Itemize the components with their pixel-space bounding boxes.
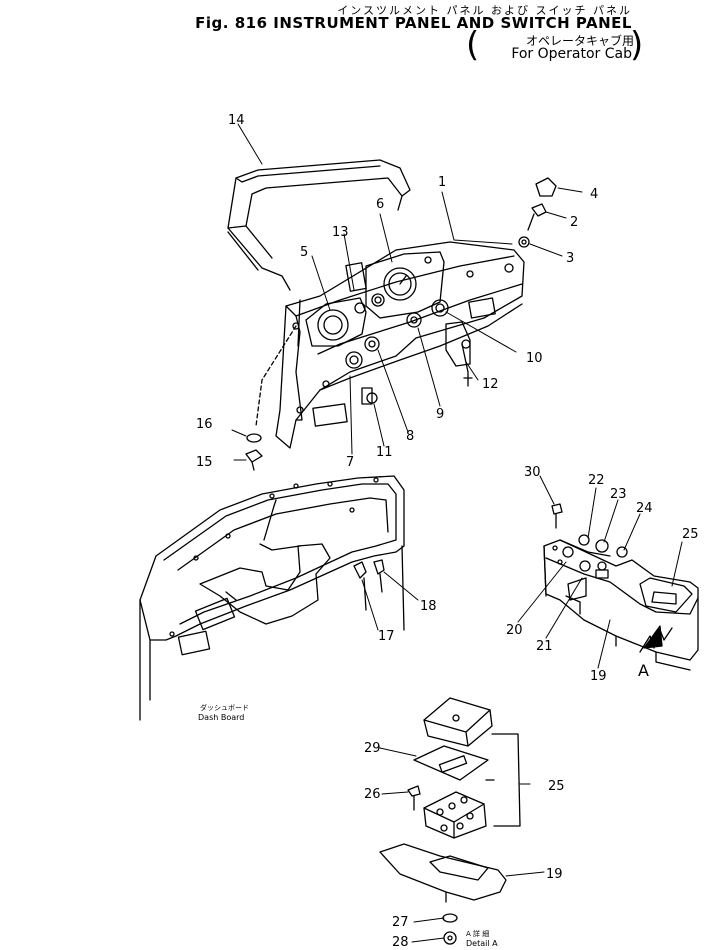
instrument-panel xyxy=(227,159,525,449)
callout-3: 3 xyxy=(566,251,574,266)
callout-25: 25 xyxy=(682,527,699,542)
callout-24: 24 xyxy=(636,501,653,516)
figure-title: Fig. 816 INSTRUMENT PANEL AND SWITCH PAN… xyxy=(195,14,632,32)
subtitle-english: For Operator Cab xyxy=(511,46,632,62)
callout-21: 21 xyxy=(536,639,553,654)
callout-7: 7 xyxy=(346,455,354,470)
callout-16: 16 xyxy=(196,417,213,432)
callout-29: 29 xyxy=(364,741,381,756)
bolt-15 xyxy=(245,449,263,471)
washer-16 xyxy=(246,433,262,443)
left-paren: ( xyxy=(466,25,480,65)
nut-3 xyxy=(518,236,530,248)
callout-2: 2 xyxy=(570,215,578,230)
callout-30: 30 xyxy=(524,465,541,480)
callout-15: 15 xyxy=(196,455,213,470)
detail-label-japanese: A 詳 細 xyxy=(466,929,489,938)
right-paren: ) xyxy=(630,25,644,65)
callout-19-detail: 19 xyxy=(546,867,563,882)
title-japanese: インスツルメント パネル および スイッチ パネル xyxy=(337,4,632,17)
callout-12: 12 xyxy=(482,377,499,392)
callout-4: 4 xyxy=(590,187,598,202)
callout-11: 11 xyxy=(376,445,393,460)
callout-25-detail: 25 xyxy=(548,779,565,794)
knob-4 xyxy=(535,177,557,197)
callout-26: 26 xyxy=(364,787,381,802)
callout-10: 10 xyxy=(526,351,543,366)
callout-14: 14 xyxy=(228,113,245,128)
dash-board-label-japanese: ダッシュボード xyxy=(200,703,249,712)
callout-8: 8 xyxy=(406,429,414,444)
callout-19: 19 xyxy=(590,669,607,684)
callout-27: 27 xyxy=(392,915,409,930)
callout-17: 17 xyxy=(378,629,395,644)
callout-13: 13 xyxy=(332,225,349,240)
callout-23: 23 xyxy=(610,487,627,502)
callout-5: 5 xyxy=(300,245,308,260)
dash-board-label: Dash Board xyxy=(198,713,244,722)
subtitle-japanese: オペレータキャブ用 xyxy=(525,34,634,48)
callout-22: 22 xyxy=(588,473,605,488)
callout-28: 28 xyxy=(392,935,409,950)
switch-panel xyxy=(543,503,699,671)
bolt-2 xyxy=(527,203,547,231)
dash-board xyxy=(139,475,405,721)
callout-18: 18 xyxy=(420,599,437,614)
callout-1: 1 xyxy=(438,175,446,190)
detail-a xyxy=(379,697,521,945)
callout-6: 6 xyxy=(376,197,384,212)
detail-label: Detail A xyxy=(466,939,498,948)
leader-lines xyxy=(231,123,683,943)
view-marker-a: A xyxy=(638,661,649,680)
grab-handle xyxy=(227,159,411,291)
callout-20: 20 xyxy=(506,623,523,638)
callout-labels: 1 2 3 4 5 6 7 8 9 10 11 12 13 14 15 16 1… xyxy=(196,113,699,950)
callout-9: 9 xyxy=(436,407,444,422)
